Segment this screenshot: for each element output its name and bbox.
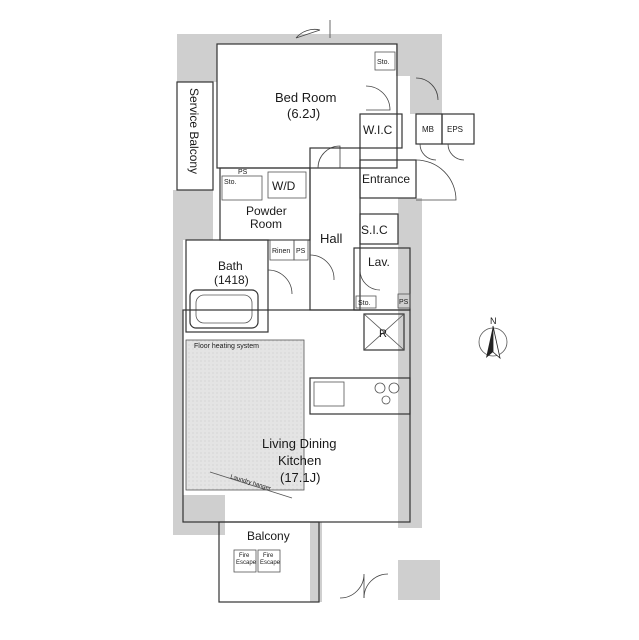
living-dining-kitchen: Floor heating system Living Dining Kitch… bbox=[182, 309, 411, 523]
entrance-label: Entrance bbox=[362, 172, 410, 186]
fire-escape-2a: Fire bbox=[263, 553, 274, 559]
lavatory: Lav. Sto. PS bbox=[353, 247, 411, 311]
sic: S.I.C bbox=[359, 213, 399, 245]
fire-escape-1b: Escape bbox=[236, 560, 257, 566]
wic-area: W.I.C MB EPS bbox=[359, 77, 475, 161]
sto-top-label: Sto. bbox=[377, 59, 390, 66]
ldk-line2: Kitchen bbox=[278, 453, 321, 468]
balcony-label: Balcony bbox=[247, 529, 290, 543]
eps-label: EPS bbox=[447, 125, 463, 134]
floor-heating-label: Floor heating system bbox=[194, 343, 259, 350]
service-balcony-label: Service Balcony bbox=[187, 88, 201, 174]
balcony: Balcony Fire Escape Fire Escape bbox=[218, 521, 389, 603]
rinen-label: Rinen bbox=[272, 248, 290, 255]
bedroom-size: (6.2J) bbox=[287, 106, 320, 121]
wic-label: W.I.C bbox=[363, 123, 393, 137]
north-label: N bbox=[490, 316, 497, 326]
north-arrow: N bbox=[478, 316, 508, 360]
wd-label: W/D bbox=[272, 179, 296, 193]
hall-label: Hall bbox=[320, 231, 343, 246]
sto-lav-label: Sto. bbox=[358, 300, 371, 307]
hall: Hall bbox=[309, 147, 361, 311]
ldk-size: (17.1J) bbox=[280, 470, 320, 485]
refrigerator: R bbox=[363, 313, 405, 351]
mb-label: MB bbox=[422, 125, 434, 134]
ps-mid-label: PS bbox=[296, 248, 306, 255]
sto-wd-label: Sto. bbox=[224, 179, 237, 186]
powder-line2: Room bbox=[250, 217, 282, 231]
lav-label: Lav. bbox=[368, 255, 390, 269]
bath: Bath (1418) Rinen PS bbox=[185, 239, 309, 333]
ps-lav-label: PS bbox=[399, 299, 409, 306]
bedroom-name: Bed Room bbox=[275, 90, 336, 105]
sic-label: S.I.C bbox=[361, 223, 388, 237]
ldk-line1: Living Dining bbox=[262, 436, 336, 451]
powder-line1: Powder bbox=[246, 204, 287, 218]
service-balcony: Service Balcony bbox=[176, 81, 214, 191]
bath-name: Bath bbox=[218, 259, 243, 273]
north-arrow-icon bbox=[486, 326, 493, 358]
refrigerator-label: R bbox=[379, 328, 387, 340]
fire-escape-1a: Fire bbox=[239, 553, 250, 559]
bedroom: Sto. Bed Room (6.2J) bbox=[216, 20, 398, 169]
fire-escape-2b: Escape bbox=[260, 560, 281, 566]
powder-room: Sto. PS W/D Powder Room bbox=[219, 167, 311, 241]
entrance: Entrance bbox=[359, 159, 457, 201]
ps-top-wd-label: PS bbox=[238, 169, 248, 176]
bath-size: (1418) bbox=[214, 273, 249, 287]
floor-heating-area bbox=[185, 339, 305, 491]
